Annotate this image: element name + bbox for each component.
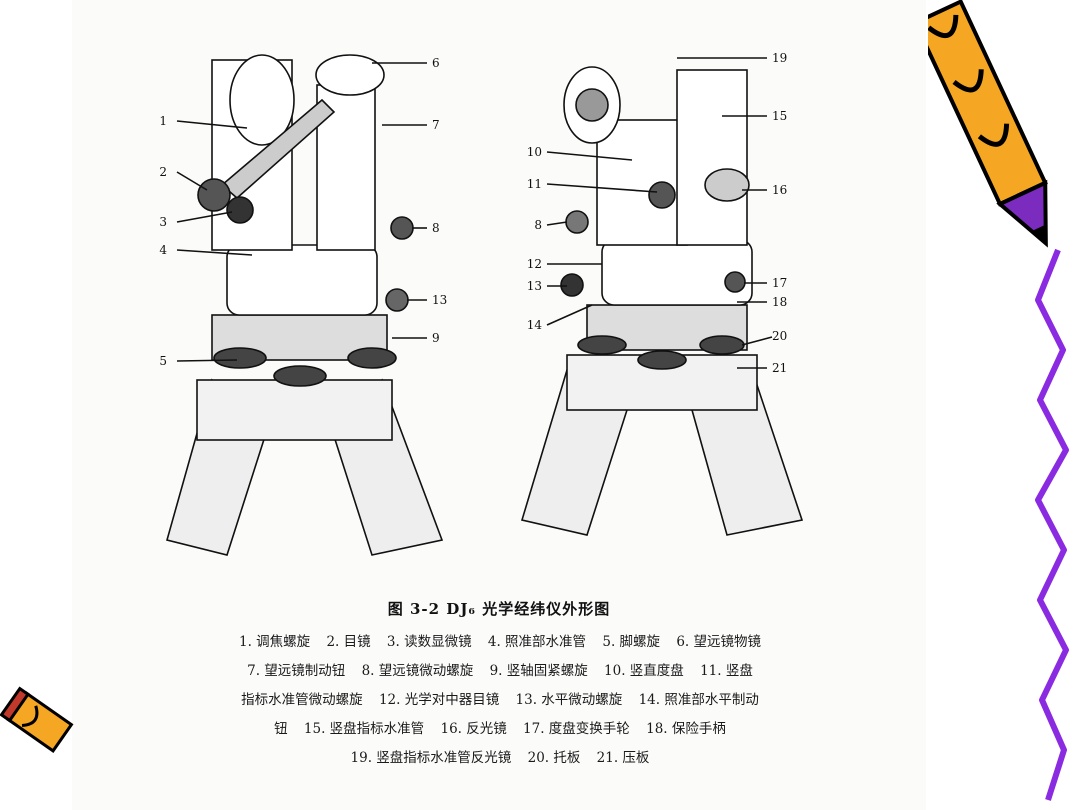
legend-item: 13. 水平微动螺旋 [515,692,623,708]
label-8-left: 8 [432,221,440,235]
left-theodolite-drawing [166,54,444,556]
legend-item: 5. 脚螺旋 [602,634,661,650]
label-14: 14 [527,318,543,332]
legend-item: 9. 竖轴固紧螺旋 [489,663,588,679]
small-pencil-icon [0,686,74,753]
legend-item: 2. 目镜 [326,634,371,650]
label-15: 15 [772,109,787,123]
legend-item: 4. 照准部水准管 [487,634,587,650]
legend-item: 12. 光学对中器目镜 [378,692,500,708]
figure-caption: 图 3-2 DJ₆ 光学经纬仪外形图 [387,600,611,618]
label-3: 3 [159,215,167,229]
label-9: 9 [432,331,440,345]
legend-item: 21. 压板 [596,750,650,766]
label-11: 11 [527,177,542,191]
legend-item: 11. 竖盘 [700,663,753,679]
figure-legend: 1. 调焦螺旋 2. 目镜 3. 读数显微镜 4. 照准部水准管 5. 脚螺旋 … [130,628,870,773]
label-17: 17 [772,276,787,290]
label-7: 7 [432,118,440,132]
legend-line: 指标水准管微动螺旋 12. 光学对中器目镜 13. 水平微动螺旋 14. 照准部… [130,686,870,715]
label-13-left: 13 [432,293,447,307]
legend-item: 6. 望远镜物镜 [676,634,761,650]
label-13-right: 13 [527,279,542,293]
legend-item: 20. 托板 [527,750,581,766]
legend-item: 指标水准管微动螺旋 [241,692,363,708]
legend-item: 14. 照准部水平制动 [638,692,759,708]
label-16: 16 [772,183,787,197]
label-19: 19 [772,51,787,65]
label-12: 12 [527,257,542,271]
label-5: 5 [159,354,167,368]
label-10: 10 [527,145,542,159]
legend-line: 钮 15. 竖盘指标水准管 16. 反光镜 17. 度盘变换手轮 18. 保险手… [130,715,870,744]
label-20: 20 [772,329,787,343]
label-8-right: 8 [534,218,542,232]
legend-item: 17. 度盘变换手轮 [523,721,630,737]
label-21: 21 [772,361,787,375]
right-theodolite-drawing [520,57,804,536]
label-1: 1 [159,114,167,128]
legend-item: 1. 调焦螺旋 [238,634,311,650]
purple-wave-decoration [1035,248,1069,801]
legend-item: 3. 读数显微镜 [386,634,472,650]
theodolite-figure: 1 2 3 4 5 6 7 8 9 13 19 15 10 11 8 16 12… [159,51,804,556]
legend-item: 钮 [274,721,288,737]
legend-item: 7. 望远镜制动钮 [247,663,346,679]
legend-item: 19. 竖盘指标水准管反光镜 [350,750,512,766]
label-6: 6 [432,56,440,70]
legend-line: 1. 调焦螺旋 2. 目镜 3. 读数显微镜 4. 照准部水准管 5. 脚螺旋 … [130,628,870,657]
legend-line: 19. 竖盘指标水准管反光镜 20. 托板 21. 压板 [130,744,870,773]
legend-line: 7. 望远镜制动钮 8. 望远镜微动螺旋 9. 竖轴固紧螺旋 10. 竖直度盘 … [130,657,870,686]
legend-item: 16. 反光镜 [440,721,507,737]
label-2: 2 [159,165,167,179]
label-4: 4 [159,243,167,257]
legend-item: 8. 望远镜微动螺旋 [361,663,474,679]
legend-item: 15. 竖盘指标水准管 [303,721,425,737]
legend-item: 18. 保险手柄 [646,721,726,737]
pencil-icon [928,0,1048,248]
legend-item: 10. 竖直度盘 [604,663,684,679]
label-18: 18 [772,295,787,309]
